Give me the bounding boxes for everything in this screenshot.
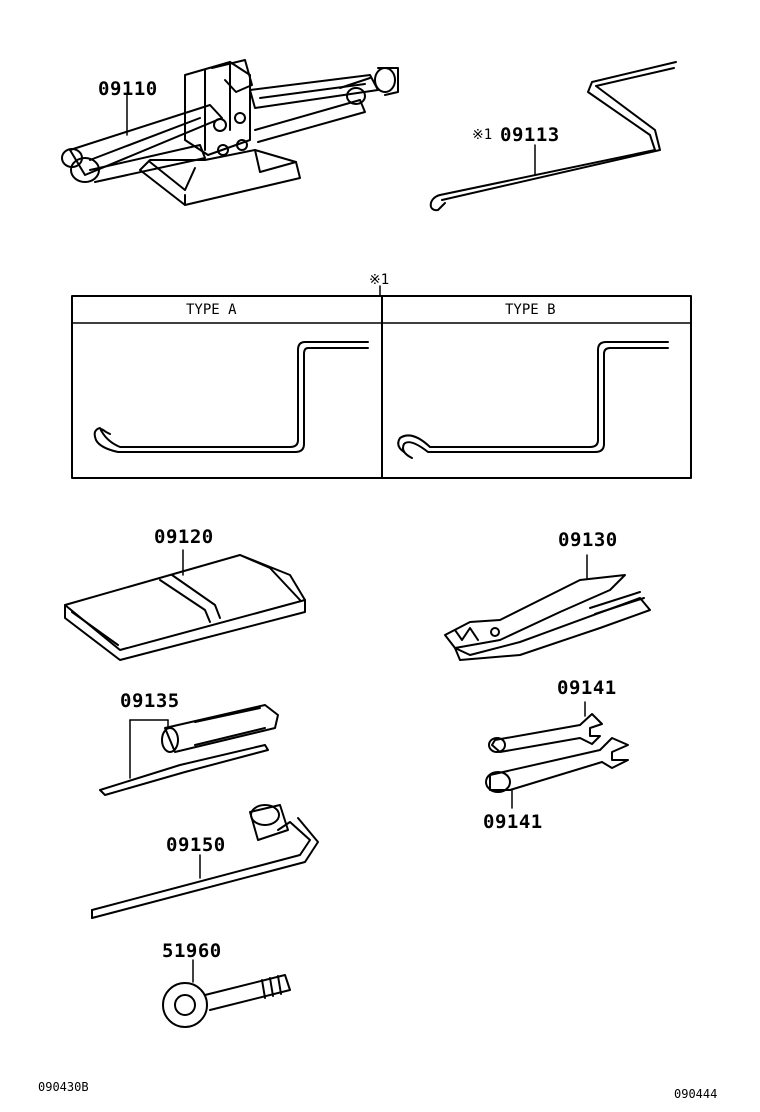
part-number-wrench-lower[interactable]: 09141: [483, 811, 543, 833]
jack-handle-illustration[interactable]: [429, 61, 677, 212]
part-number-pliers[interactable]: 09130: [558, 529, 618, 551]
part-number-screwdriver[interactable]: 09135: [120, 690, 180, 712]
type-b-handle-illustration: [397, 341, 669, 459]
pliers-illustration[interactable]: [444, 554, 651, 661]
wrench-upper-illustration[interactable]: [488, 701, 603, 753]
tool-bag-illustration[interactable]: [64, 549, 306, 661]
part-number-wheel-nut-wrench[interactable]: 09150: [166, 834, 226, 856]
screwdriver-illustration[interactable]: [99, 704, 279, 796]
jack-illustration[interactable]: [61, 59, 399, 206]
part-number-wrench-upper[interactable]: 09141: [557, 677, 617, 699]
towing-eye-illustration[interactable]: [162, 959, 291, 1028]
part-number-towing-eye[interactable]: 51960: [162, 940, 222, 962]
variants-table: [71, 285, 692, 479]
wrench-lower-illustration[interactable]: [485, 737, 629, 809]
type-a-handle-illustration: [93, 341, 369, 453]
jack-handle-note-mark: ※1: [472, 127, 493, 143]
type-b-header: TYPE B: [505, 302, 556, 318]
part-number-tool-bag[interactable]: 09120: [154, 526, 214, 548]
wheel-nut-wrench-illustration[interactable]: [91, 804, 319, 919]
footer-right-code: 090444: [674, 1087, 718, 1101]
part-number-jack[interactable]: 09110: [98, 78, 158, 100]
part-number-jack-handle[interactable]: 09113: [500, 124, 560, 146]
table-note-mark: ※1: [369, 272, 390, 288]
type-a-header: TYPE A: [186, 302, 237, 318]
footer-left-code: 090430B: [38, 1080, 89, 1094]
